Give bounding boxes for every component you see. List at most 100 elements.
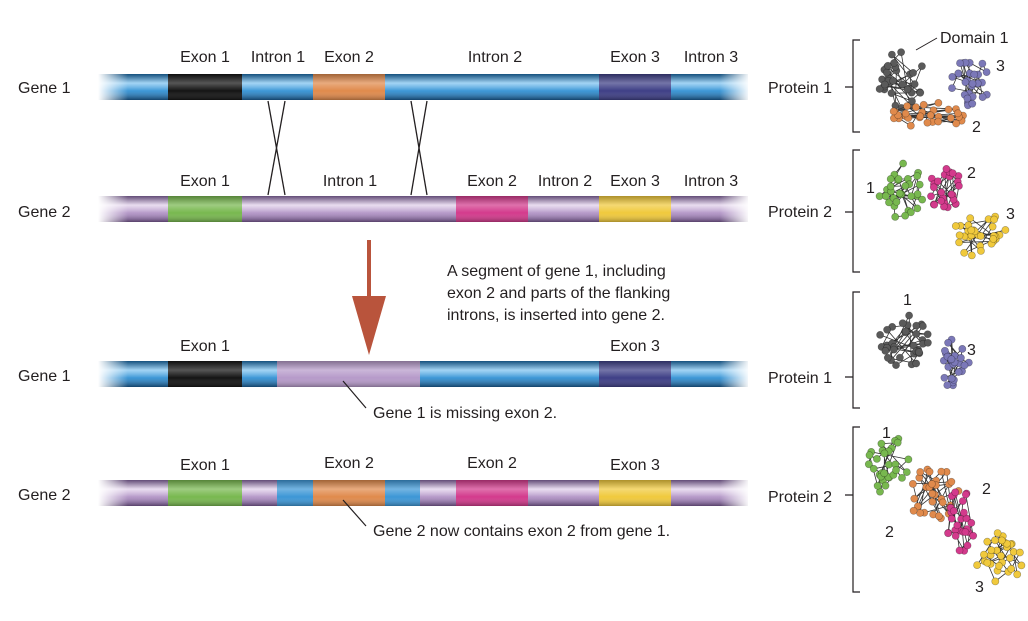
domain-1-residue	[873, 454, 881, 463]
domain-3-residue	[958, 344, 967, 353]
protein-label: Protein 1	[768, 80, 832, 97]
domain-1-residue	[885, 198, 893, 207]
domain-1-residue	[907, 208, 915, 217]
segment-note: A segment of gene 1, including exon 2 an…	[447, 263, 670, 324]
domain-1-residue	[876, 330, 884, 339]
protein-1-top: Protein 1 Domain 1 3 2	[768, 30, 1009, 136]
segment-label: Exon 1	[180, 173, 230, 190]
segment-label: Exon 2	[324, 455, 374, 472]
domain-1-residue	[869, 464, 878, 473]
domain-2-residue	[916, 112, 925, 121]
domain-1-residue	[901, 327, 910, 336]
domain-3-residue	[948, 73, 957, 81]
domain-3-residue	[951, 222, 960, 230]
domain-1-residue	[888, 50, 896, 59]
gene-label: Gene 2	[18, 487, 71, 504]
domain-2-residue	[951, 488, 960, 497]
domain-2-inserted-residue	[928, 497, 937, 506]
domain-2-residue	[937, 197, 945, 205]
domain-1-residue	[890, 345, 898, 354]
crossover-lines	[267, 100, 428, 196]
domain-2-inserted-residue	[925, 467, 934, 476]
domain-1-residue	[893, 438, 902, 447]
gene2-row-bottom: Gene 2 Exon 1 Exon 2 Exon 2 Exon 3 Gene …	[18, 455, 750, 540]
note-line-1: A segment of gene 1, including	[447, 263, 666, 280]
domain-2-residue	[961, 490, 970, 499]
domain-label: 3	[1006, 206, 1015, 223]
domain-3-residue	[978, 93, 987, 101]
domain-3-residue	[955, 238, 963, 247]
protein-bracket	[845, 426, 860, 593]
domain-1-residue	[894, 175, 903, 183]
domain-1-residue	[902, 468, 911, 476]
domain-2-residue	[930, 200, 939, 209]
domain-2-residue	[949, 507, 958, 515]
domain-3-residue	[983, 558, 992, 567]
domain-1-residue	[909, 69, 917, 77]
domain-1-residue	[916, 88, 925, 97]
domain-2-inserted-residue	[938, 498, 947, 507]
domain-2-inserted-residue	[909, 479, 917, 488]
domain-3-residue	[954, 69, 963, 78]
domain-1-residue	[889, 77, 897, 85]
bar-fade-left	[98, 72, 128, 102]
domain-2-residue	[961, 528, 970, 536]
domain-2-residue	[927, 192, 935, 201]
domain-2-residue	[960, 508, 968, 517]
domain-2-residue	[929, 183, 938, 192]
domain-2-inserted-residue	[909, 506, 918, 515]
domain-3-residue	[960, 361, 969, 370]
protein-1-bottom: Protein 1 1 3	[768, 291, 976, 409]
domain-3-residue	[995, 562, 1003, 570]
gene1-row-top: Gene 1 Exon 1 Intron 1 Exon 2 Intron 2 E…	[18, 49, 750, 102]
domain-1-residue	[904, 455, 913, 464]
domain-2-inserted-residue	[914, 502, 922, 511]
domain-2-residue	[947, 190, 956, 199]
segment-label: Intron 3	[684, 173, 738, 190]
protein-bracket	[845, 39, 860, 133]
domain-1-residue	[883, 353, 892, 362]
domain-2-residue	[953, 521, 962, 530]
segment-label: Exon 3	[610, 338, 660, 355]
domain-2-residue	[923, 118, 932, 127]
protein-label: Protein 2	[768, 204, 832, 221]
domain-2-residue	[958, 497, 967, 505]
protein-2-recombined-structure	[864, 434, 1026, 586]
domain-3-residue	[954, 368, 963, 376]
domain-1-residue	[913, 204, 922, 213]
domain-2-residue	[901, 109, 910, 118]
domain-1-residue	[912, 321, 921, 330]
domain-3-residue	[997, 551, 1005, 560]
bar-shading	[98, 74, 748, 100]
domain-1-residue	[887, 89, 896, 98]
domain-1-residue	[913, 172, 922, 180]
domain-2-residue	[946, 114, 955, 122]
domain-1-residue	[881, 346, 890, 355]
domain-1-residue	[918, 195, 927, 204]
domain-1-residue	[918, 62, 926, 71]
domain-3-residue	[966, 214, 975, 223]
domain-3-residue	[1007, 565, 1016, 573]
domain-2-residue	[903, 102, 911, 110]
gene1-row-bottom: Gene 1 Exon 1 Exon 3 Gene 1 is missing e…	[18, 338, 750, 422]
gene-label: Gene 1	[18, 368, 71, 385]
domain-3-residue	[960, 248, 969, 257]
domain-3-residue	[967, 226, 976, 235]
domain-label: 1	[882, 425, 891, 442]
bar-fade-right	[720, 72, 750, 102]
gene2-contains-caption: Gene 2 now contains exon 2 from gene 1.	[373, 523, 670, 540]
domain-1-residue	[897, 48, 905, 57]
domain-2-residue	[926, 111, 935, 120]
segment-label: Exon 2	[324, 49, 374, 66]
domain-3-residue	[1006, 554, 1014, 562]
domain-3-residue	[991, 536, 999, 545]
domain-2-residue	[944, 105, 953, 114]
protein-label: Protein 2	[768, 489, 832, 506]
domain-2-residue	[952, 119, 961, 128]
crossover-line	[410, 100, 428, 196]
domain-1-residue	[892, 361, 900, 369]
domain-1-residue	[919, 322, 927, 330]
domain-label: Domain 1	[940, 30, 1009, 47]
domain-2-inserted-residue	[947, 477, 956, 486]
